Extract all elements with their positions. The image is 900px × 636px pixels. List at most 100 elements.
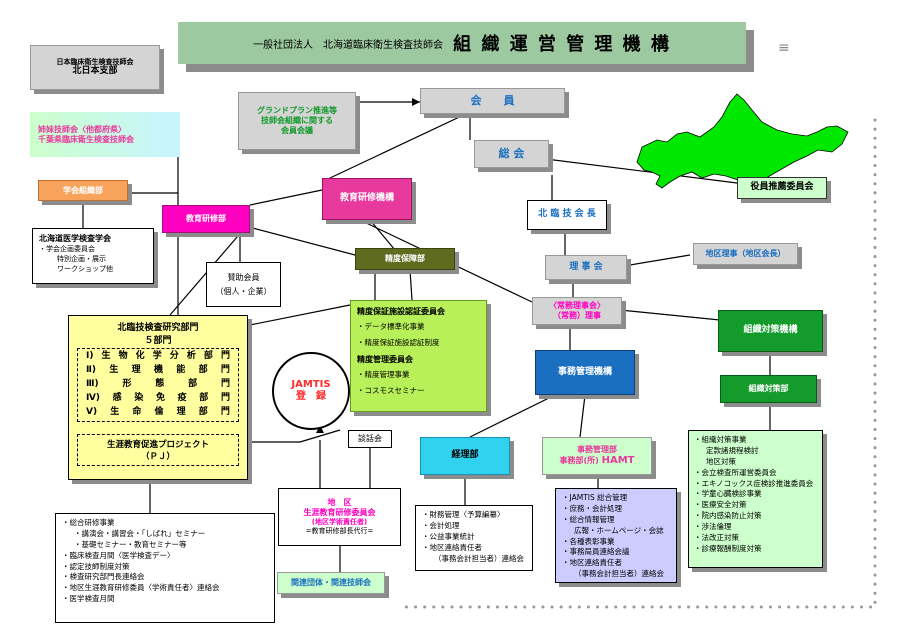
jamtis-line2: 登 録 — [296, 391, 326, 402]
list-item: ・組織対策事業 — [694, 435, 747, 444]
seido-committee-item: ・精度管理事業 — [357, 369, 410, 379]
keiri-list: ・財務管理〈予算編纂〉・会計処理・公益事業統計・地区連絡責任者（事務会計担当者）… — [422, 510, 526, 564]
list-item: ・財務管理〈予算編纂〉 — [422, 510, 505, 519]
department-char: 門 — [220, 364, 230, 375]
list-item: ・総合研修事業 — [62, 518, 115, 527]
department-row: Ⅳ)感染免疫部門 — [86, 392, 230, 406]
grand-plan-line3: 会員会議 — [281, 126, 313, 135]
department-char: 門 — [220, 406, 230, 417]
soukai-box: 総 会 — [474, 140, 549, 168]
seido-committee-title2: 精度管理委員会 — [357, 354, 413, 364]
list-item: ・学童心臓検診事業 — [694, 489, 762, 499]
nichirin-line1: 日本臨床衛生検査技師会 — [56, 57, 134, 66]
sanjo-line1: 賛助会員 — [227, 272, 260, 282]
list-item: 定款諸規程検討 — [706, 445, 759, 455]
jimu-bu-box: 事務管理部 事務部(所) HAMT — [542, 437, 652, 475]
department-char: 析 — [186, 351, 196, 361]
jimu-list-box: ・JAMTIS 総合管理・庶務・会計処理・総合情報管理広報・ホームページ・会誌・… — [555, 488, 677, 583]
sister-line1: 姉妹技師会〈他都府県〉 — [38, 124, 126, 134]
title-banner: 一般社団法人 北海道臨床衛生検査技師会 組 織 運 営 管 理 機 構 — [178, 22, 758, 72]
list-item: ・公益事業統計 — [422, 531, 475, 541]
department-char: 門 — [220, 392, 230, 403]
soshiki-list: ・組織対策事業定款諸規程検討地区対策・会立検査所運営委員会・エキノコックス症検診… — [694, 435, 817, 555]
list-item: ・渉法倫理 — [694, 522, 732, 531]
nichirin-box: 日本臨床衛生検査技師会 北日本支部 — [30, 45, 160, 90]
list-item: ・基礎セミナー・教育セミナー等 — [74, 539, 187, 549]
gakkai-item: ワークショップ他 — [57, 265, 113, 274]
hokurin-kaicho-box: 北 臨 技 会 長 — [527, 200, 607, 230]
kenkyu-subtitle: ５部門 — [144, 336, 172, 346]
project-pj: （ＰＪ） — [140, 451, 175, 462]
jonin-riji-box: 〈常務理事会〉 （常務）理事 — [532, 297, 622, 325]
kanren-box: 関連団体・関連技師会 — [277, 572, 385, 594]
department-char: 部 — [203, 351, 213, 361]
list-item: ・総合情報管理 — [562, 514, 615, 524]
department-char: 部 — [198, 406, 208, 417]
sister-association-box: 姉妹技師会〈他都府県〉 千葉県臨床衛生検査技師会 — [30, 112, 180, 157]
list-item: （事務会計担当者）連絡会 — [434, 553, 524, 563]
department-row: Ⅰ)生物化学分析部門 — [86, 350, 230, 364]
department-row: Ⅲ) 形 態 部 門 — [86, 378, 230, 392]
page-title: 組 織 運 営 管 理 機 構 — [453, 34, 671, 55]
department-row: Ⅱ)生理機能部門 — [86, 364, 230, 378]
soshiki-bu-box: 組織対策部 — [720, 375, 817, 403]
department-char: 部 — [188, 378, 198, 389]
list-item: ・講演会・講習会・「しばれ」セミナー — [74, 528, 206, 538]
project-box: 生涯教育促進プロジェクト （ＰＪ） — [77, 433, 239, 466]
title-banner-face: 一般社団法人 北海道臨床衛生検査技師会 組 織 運 営 管 理 機 構 — [178, 22, 746, 64]
department-char: 態 — [155, 378, 165, 389]
jimu-list: ・JAMTIS 総合管理・庶務・会計処理・総合情報管理広報・ホームページ・会誌・… — [562, 493, 670, 580]
list-item: ・エキノコックス症検診推進委員会 — [694, 478, 814, 488]
list-item: ・地区連絡責任者 — [562, 558, 622, 568]
list-item: ・庶務・会計処理 — [562, 503, 622, 513]
jamtis-line1: JAMTIS — [291, 378, 331, 390]
department-char: 理 — [176, 406, 186, 417]
list-item: ・地区生涯教育研修委員〈学術責任者〉連絡会 — [62, 583, 220, 593]
list-item: ・地区連絡責任者 — [422, 542, 482, 552]
department-char: 倫 — [154, 406, 164, 417]
project-title: 生涯教育促進プロジェクト — [106, 439, 209, 450]
jonin-line1: 〈常務理事会〉 — [549, 301, 605, 310]
gakkai-bu-box: 学会組織部 — [38, 180, 128, 201]
department-char: 部 — [199, 392, 209, 403]
department-char: 物 — [118, 351, 128, 361]
chiku-committee-line1: 地 区 — [327, 498, 352, 508]
jimu-bu-line1: 事務管理部 — [577, 444, 617, 454]
list-item: ・医療安全対策 — [694, 500, 747, 510]
grand-plan-line2: 技師会組織に関する — [261, 116, 333, 125]
seido-committee-box: 精度保証施設認証委員会 ・データ標準化事業 ・精度保証施設認証制度 精度管理委員… — [350, 300, 487, 412]
kyoiku-list: ・総合研修事業・講演会・講習会・「しばれ」セミナー・基礎セミナー・教育セミナー等… — [62, 518, 268, 605]
kyoiku-kensyu-kikou-box: 教育研修機構 — [322, 178, 412, 220]
grand-plan-box: グランドプラン推進等 技師会組織に関する 会員会議 — [238, 92, 356, 150]
list-item: 広報・ホームページ・会誌 — [574, 525, 664, 535]
department-char: 能 — [176, 364, 186, 375]
department-char: 門 — [220, 378, 230, 389]
list-item: ・JAMTIS 総合管理 — [562, 493, 628, 502]
riji-kai-box: 理 事 会 — [545, 255, 627, 280]
seido-committee-item: ・データ標準化事業 — [357, 322, 425, 331]
list-item: ・事務局員連絡会議 — [562, 547, 630, 557]
gakkai-box: 北海道医学検査学会 ・学会企画委員会 特別企画・展示 ワークショップ他 — [32, 228, 154, 284]
danwakai-box: 談話会 — [348, 430, 392, 448]
hamt-label: HAMT — [601, 454, 635, 466]
department-char: 疫 — [177, 392, 187, 403]
list-item: ・会立検査所運営委員会 — [694, 467, 777, 477]
department-char: 感 — [112, 392, 122, 403]
seido-committee-item: ・精度保証施設認証制度 — [357, 337, 440, 347]
department-char: 学 — [152, 351, 162, 361]
department-char: 形 — [122, 378, 132, 389]
chiku-riji-box: 地区理事（地区会長） — [693, 243, 798, 265]
list-item: ・法改正対策 — [694, 532, 739, 542]
department-char: 分 — [169, 351, 179, 361]
kyoiku-kensyu-bu-box: 教育研修部 — [162, 205, 250, 233]
list-item: ・検査研究部門長連絡会 — [62, 572, 145, 582]
department-char: 生 — [109, 364, 119, 375]
department-char: 生 — [110, 406, 120, 417]
seido-committee-item: ・コスモスセミナー — [357, 385, 425, 395]
chiku-committee-line4: =教育研修部長代行= — [305, 527, 374, 535]
department-number: Ⅲ) — [86, 378, 99, 389]
chiku-committee-line2: 生涯教育研修委員会 — [303, 508, 376, 518]
department-row: Ⅴ)生命倫理部門 — [86, 406, 230, 420]
seido-committee-title1: 精度保証施設認証委員会 — [357, 307, 445, 316]
